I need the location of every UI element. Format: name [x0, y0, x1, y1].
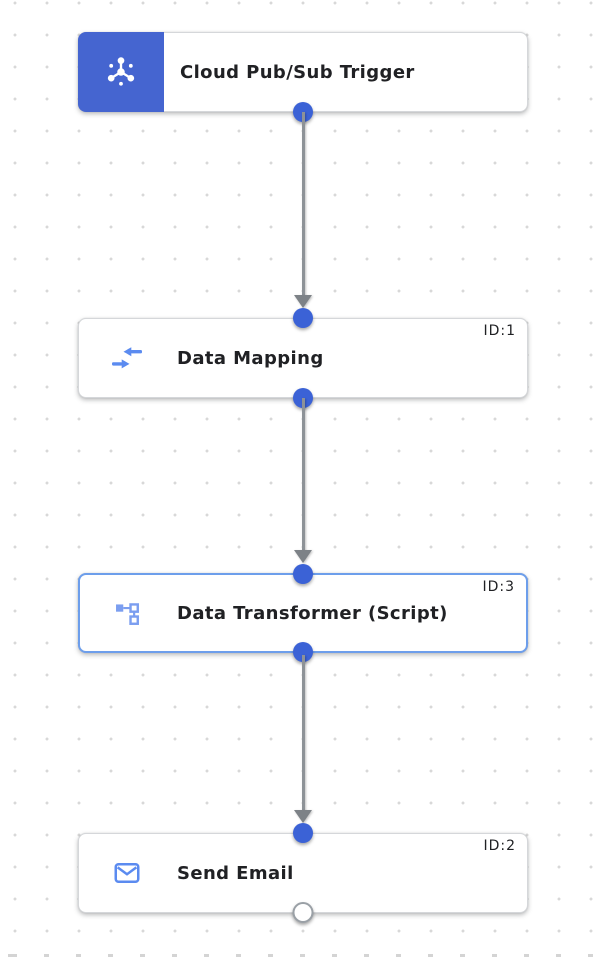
node-data-mapping[interactable]: ID:1 Data Mapping	[78, 308, 528, 408]
node-cloud-pubsub-trigger[interactable]: Cloud Pub/Sub Trigger	[78, 32, 528, 122]
canvas-boundary-dashes	[0, 954, 612, 957]
input-port[interactable]	[293, 308, 313, 328]
arrow-down-icon	[294, 295, 312, 308]
node-title: Send Email	[177, 862, 294, 884]
node-title: Data Transformer (Script)	[177, 602, 448, 624]
node-send-email[interactable]: ID:2 Send Email	[78, 823, 528, 923]
node-data-transformer-script[interactable]: ID:3 Data Transformer (Script)	[78, 564, 528, 662]
input-port[interactable]	[293, 564, 313, 584]
arrow-down-icon	[294, 550, 312, 563]
data-transformer-icon	[112, 598, 142, 628]
node-title: Cloud Pub/Sub Trigger	[180, 61, 415, 83]
arrow-down-icon	[294, 810, 312, 823]
node-id-badge: ID:3	[482, 579, 515, 595]
edge-line	[302, 398, 305, 553]
cloud-pubsub-icon	[78, 32, 164, 112]
node-id-badge: ID:2	[483, 838, 516, 854]
edge-line	[302, 112, 305, 300]
output-port[interactable]	[292, 902, 314, 923]
data-mapping-icon	[112, 343, 142, 373]
node-id-badge: ID:1	[483, 323, 516, 339]
edge-line	[302, 655, 305, 813]
output-port[interactable]	[293, 642, 313, 662]
input-port[interactable]	[293, 823, 313, 843]
send-email-icon	[112, 858, 142, 888]
node-title: Data Mapping	[177, 347, 324, 369]
